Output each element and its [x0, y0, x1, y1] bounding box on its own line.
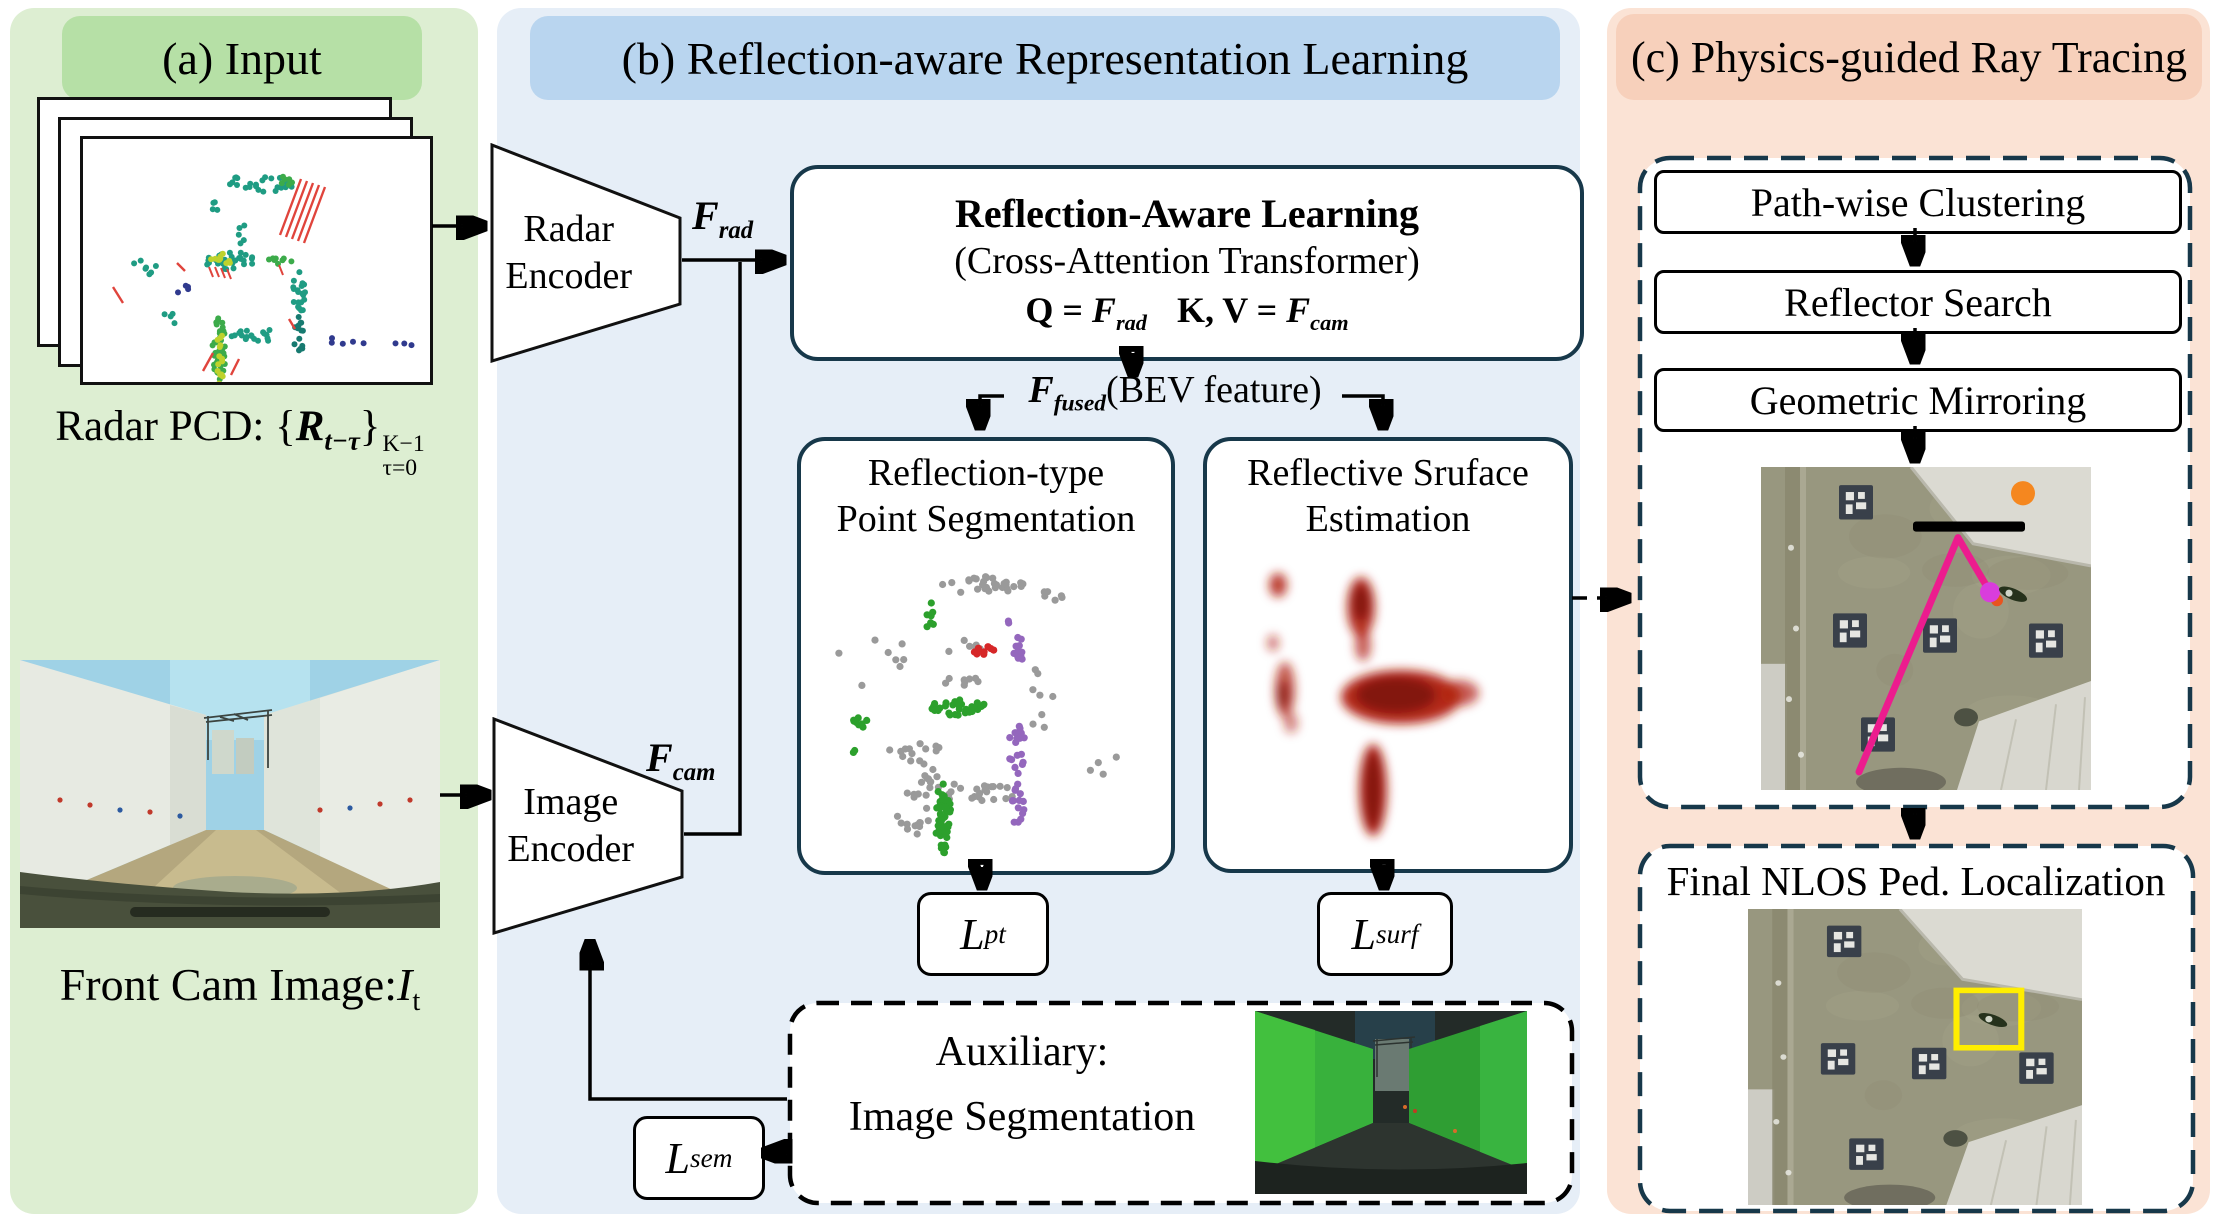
- image-encoder-block: Image Encoder: [492, 717, 684, 935]
- auxiliary-segmentation-box: Auxiliary: Image Segmentation: [787, 1000, 1575, 1206]
- eq-f2: F: [1286, 289, 1311, 330]
- ral-title: Reflection-Aware Learning: [955, 190, 1419, 236]
- fcam-subscript: cam: [672, 759, 716, 786]
- eq-f2-sub: cam: [1310, 310, 1349, 336]
- surf-title-line1: Reflective Sruface: [1247, 452, 1529, 494]
- radar-encoder-line1: Radar: [523, 207, 615, 250]
- image-encoder-line1: Image: [523, 780, 619, 823]
- ray-tracing-aerial-image: [1761, 467, 2091, 790]
- surface-estimation-box: Reflective Sruface Estimation: [1203, 437, 1573, 873]
- image-encoder-label: Image Encoder: [492, 717, 649, 935]
- step-reflector-search: Reflector Search: [1654, 270, 2182, 334]
- ffused-subscript: fused: [1053, 390, 1107, 417]
- radar-caption-sub: τ=0: [382, 455, 418, 482]
- final-localization-aerial-image: [1748, 909, 2082, 1205]
- surface-estimation-title: Reflective Sruface Estimation: [1207, 451, 1569, 542]
- lsurf-symbol: L: [1351, 909, 1377, 959]
- frad-subscript: rad: [718, 217, 754, 244]
- radar-pointcloud-plot: [111, 173, 415, 382]
- step-path-wise-clustering: Path-wise Clustering: [1654, 170, 2182, 234]
- aux-label: Auxiliary: Image Segmentation: [802, 1020, 1242, 1150]
- lpt-symbol: L: [960, 909, 985, 959]
- step-geometric-mirroring: Geometric Mirroring: [1654, 368, 2182, 432]
- eq-q: Q =: [1025, 289, 1092, 330]
- lsem-subscript: sem: [690, 1142, 733, 1173]
- aux-label-line1: Auxiliary:: [935, 1029, 1109, 1075]
- image-encoder-line2: Encoder: [507, 828, 635, 870]
- radar-caption-prefix: Radar PCD: {: [55, 403, 296, 450]
- ral-subtitle: (Cross-Attention Transformer): [954, 239, 1420, 282]
- image-encoder-trapezoid: [492, 717, 684, 935]
- lsurf-subscript: surf: [1376, 918, 1419, 949]
- cam-symbol: I: [397, 959, 413, 1010]
- radar-subscript: t−τ: [324, 425, 360, 456]
- radar-symbol: R: [295, 403, 325, 450]
- seg-title-line2: Point Segmentation: [836, 497, 1136, 540]
- reflective-surface-heatmap: [1267, 573, 1479, 836]
- input-panel-title: (a) Input: [62, 16, 422, 100]
- cam-caption-prefix: Front Cam Image:: [59, 959, 397, 1010]
- ray-tracing-steps-box: Path-wise Clustering Reflector Search Ge…: [1637, 155, 2193, 810]
- bev-feature-note: (BEV feature): [1106, 369, 1322, 411]
- lsem-symbol: L: [665, 1133, 691, 1183]
- ray-tracing-panel-title: (c) Physics-guided Ray Tracing: [1616, 14, 2202, 100]
- frad-symbol: F: [692, 193, 719, 238]
- front-cam-caption: Front Cam Image:It: [25, 958, 455, 1018]
- fcam-symbol: F: [646, 735, 673, 780]
- feature-fused-label: Ffused(BEV feature): [995, 368, 1355, 418]
- feature-rad-label: Frad: [692, 192, 753, 245]
- point-segmentation-title: Reflection-type Point Segmentation: [801, 451, 1171, 542]
- feature-cam-label: Fcam: [646, 734, 715, 787]
- lpt-subscript: pt: [984, 918, 1006, 949]
- surf-title-line2: Estimation: [1305, 497, 1471, 540]
- radar-encoder-label: Radar Encoder: [490, 143, 647, 363]
- cam-subscript: t: [412, 986, 421, 1018]
- eq-kv: K, V =: [1176, 289, 1287, 330]
- segmented-camera-image: [1255, 1011, 1527, 1194]
- final-localization-box: Final NLOS Ped. Localization: [1637, 843, 2196, 1214]
- radar-caption-brace: }: [359, 403, 381, 450]
- point-segmentation-box: Reflection-type Point Segmentation: [797, 437, 1175, 875]
- radar-encoder-block: Radar Encoder: [490, 143, 682, 363]
- aux-label-line2: Image Segmentation: [848, 1094, 1196, 1141]
- eq-f1-sub: rad: [1115, 310, 1147, 336]
- final-localization-title: Final NLOS Ped. Localization: [1666, 858, 2166, 904]
- radar-encoder-trapezoid: [490, 143, 682, 363]
- radar-caption-sup: K−1: [382, 430, 425, 457]
- ral-equation: Q = Frad K, V = Fcam: [1025, 289, 1348, 336]
- reflection-aware-learning-box: Reflection-Aware Learning (Cross-Attenti…: [790, 165, 1584, 361]
- seg-title-line1: Reflection-type: [867, 452, 1105, 494]
- radar-pcd-frame-front: [80, 136, 433, 385]
- segmented-pointcloud-plot: [835, 573, 1120, 857]
- representation-panel-title: (b) Reflection-aware Representation Lear…: [530, 16, 1560, 100]
- ffused-symbol: F: [1028, 369, 1054, 411]
- eq-f1: F: [1091, 289, 1116, 330]
- radar-encoder-line2: Encoder: [505, 255, 633, 297]
- front-camera-image: [20, 660, 440, 928]
